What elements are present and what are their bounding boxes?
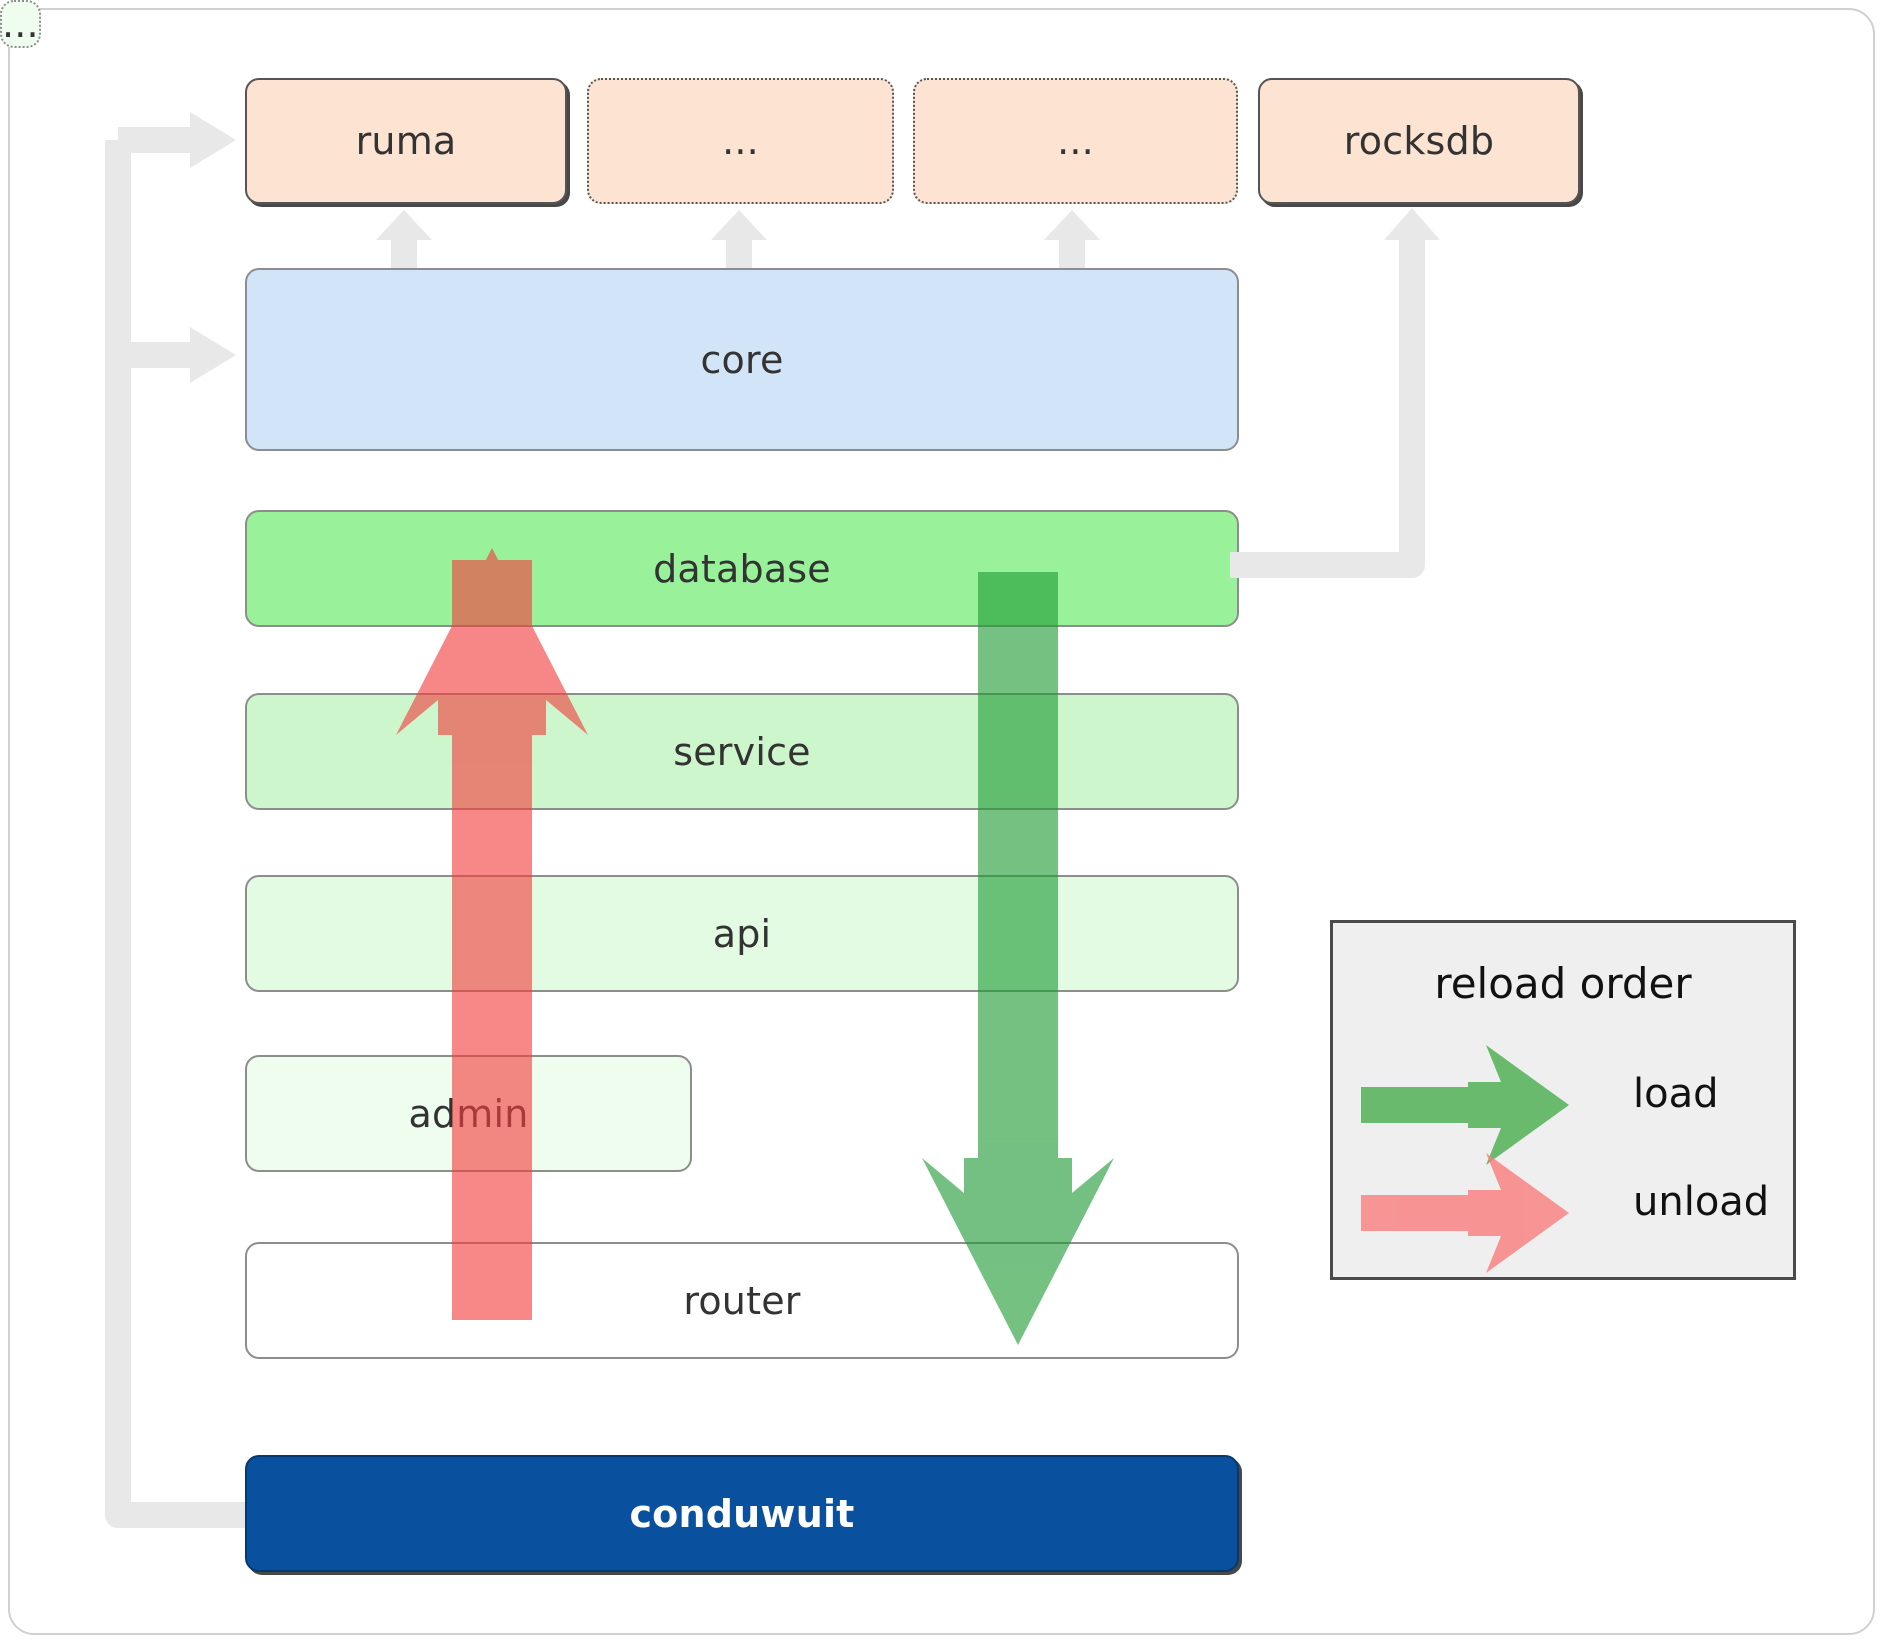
node-router-label: router <box>683 1278 801 1323</box>
node-database[interactable]: database <box>245 510 1239 627</box>
node-ellipsis-admin[interactable]: ... <box>0 0 41 48</box>
node-ellipsis-admin-label: ... <box>2 2 39 46</box>
node-conduwuit-label: conduwuit <box>629 1491 855 1536</box>
legend-row-unload: unload <box>1333 1153 1793 1273</box>
node-conduwuit[interactable]: conduwuit <box>245 1455 1239 1572</box>
node-ellipsis-top-2[interactable]: ... <box>913 78 1238 204</box>
legend-row-load: load <box>1333 1045 1793 1165</box>
legend-unload-label: unload <box>1633 1179 1770 1225</box>
connector-core-to-ruma <box>376 210 432 268</box>
connector-database-to-rocksdb <box>1230 208 1440 578</box>
node-ellipsis-top-2-label: ... <box>1057 119 1094 163</box>
node-router[interactable]: router <box>245 1242 1239 1359</box>
node-service[interactable]: service <box>245 693 1239 810</box>
node-api[interactable]: api <box>245 875 1239 992</box>
node-rocksdb-label: rocksdb <box>1343 119 1495 163</box>
node-service-label: service <box>673 729 811 774</box>
connector-conduwuit-bus <box>105 112 245 1528</box>
node-ruma[interactable]: ruma <box>245 78 567 204</box>
node-ruma-label: ruma <box>355 119 457 163</box>
node-core[interactable]: core <box>245 268 1239 451</box>
connector-core-to-ellipsis-1 <box>711 210 767 268</box>
load-arrow <box>922 572 1114 1345</box>
node-api-label: api <box>712 911 772 956</box>
node-core-label: core <box>700 337 784 382</box>
legend-panel: reload order load unload <box>1330 920 1796 1280</box>
node-ellipsis-top-1-label: ... <box>722 119 759 163</box>
legend-load-arrow-icon <box>1361 1045 1569 1165</box>
node-ellipsis-top-1[interactable]: ... <box>587 78 894 204</box>
node-rocksdb[interactable]: rocksdb <box>1258 78 1580 204</box>
legend-unload-arrow-icon <box>1361 1153 1569 1273</box>
node-database-label: database <box>653 546 831 591</box>
legend-title: reload order <box>1434 959 1692 1008</box>
legend-load-label: load <box>1633 1071 1719 1117</box>
unload-arrow <box>396 548 588 1320</box>
connector-core-to-ellipsis-2 <box>1044 210 1100 268</box>
